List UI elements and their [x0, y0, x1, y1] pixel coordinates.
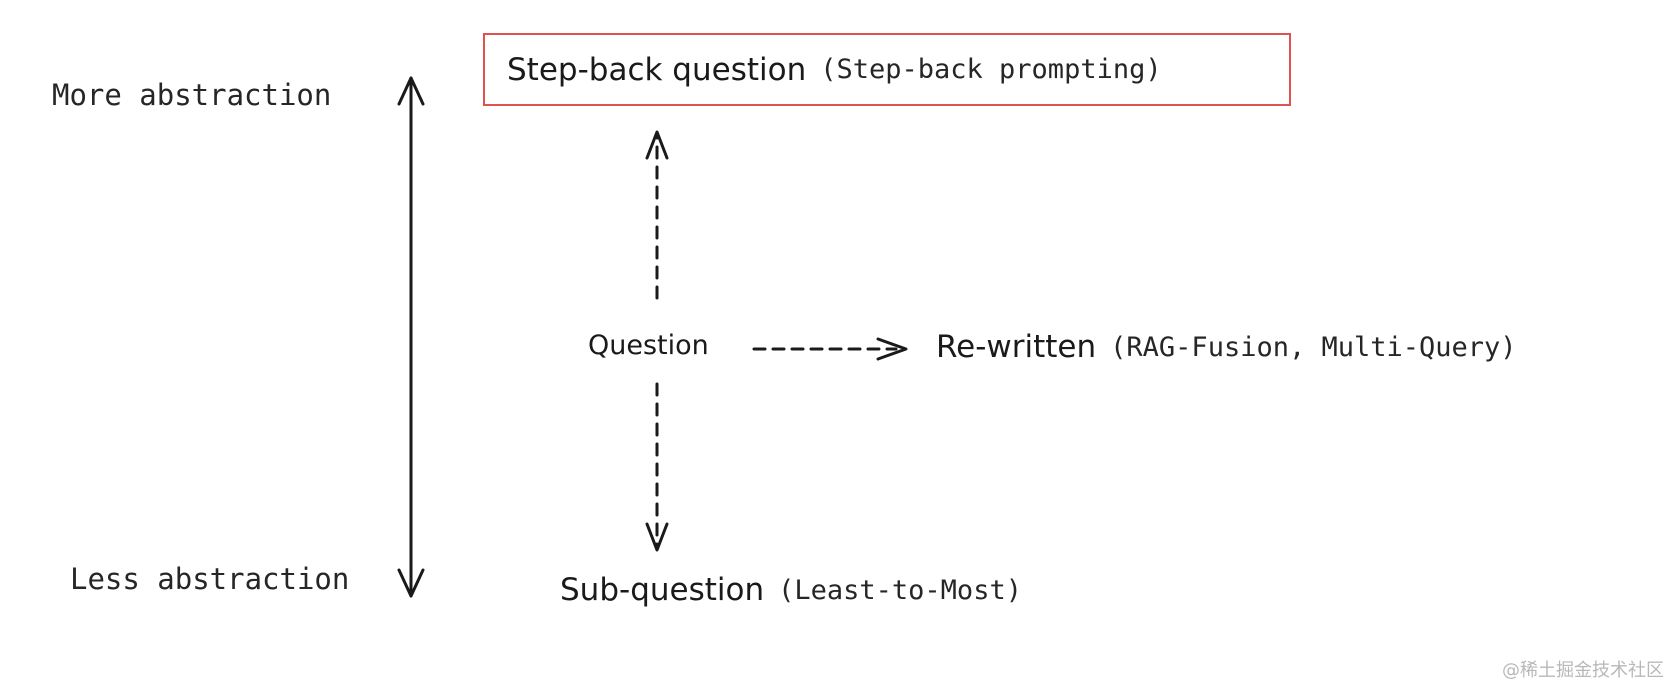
subquestion-node: Sub-question (Least-to-Most) — [560, 572, 1022, 608]
dashed-arrow-right — [752, 337, 908, 361]
abstraction-axis-arrow — [397, 76, 425, 598]
rewritten-title: Re-written — [936, 329, 1097, 365]
rewritten-method-label: (RAG-Fusion, Multi-Query) — [1110, 331, 1517, 363]
subquestion-title: Sub-question — [560, 572, 765, 608]
dashed-arrow-up — [645, 130, 669, 300]
watermark: @稀土掘金技术社区 — [1502, 660, 1664, 681]
more-abstraction-label: More abstraction — [52, 78, 332, 112]
dashed-arrow-down — [645, 382, 669, 552]
question-node: Question — [588, 330, 709, 361]
stepback-question-title: Step-back question — [507, 51, 807, 88]
less-abstraction-label: Less abstraction — [70, 562, 350, 596]
rewritten-node: Re-written (RAG-Fusion, Multi-Query) — [936, 329, 1517, 365]
stepback-question-box: Step-back question (Step-back prompting) — [483, 33, 1291, 106]
stepback-method-label: (Step-back prompting) — [820, 54, 1162, 85]
subquestion-method-label: (Least-to-Most) — [778, 574, 1022, 606]
